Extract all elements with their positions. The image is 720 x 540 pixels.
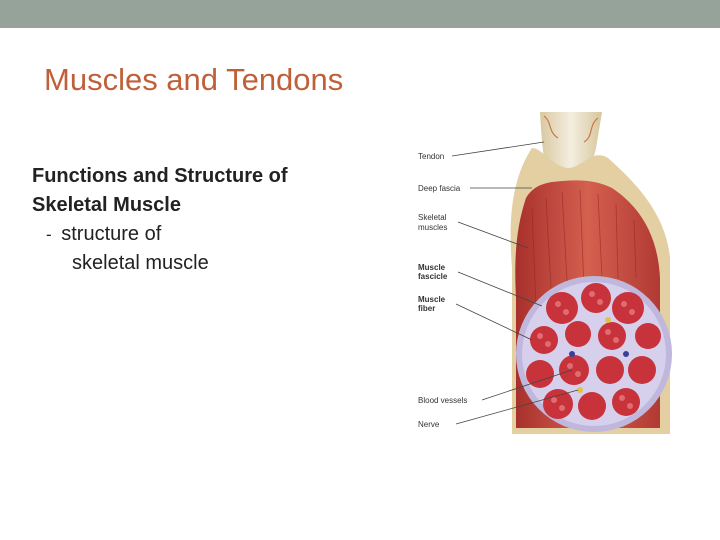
label-muscle-fascicle-2: fascicle bbox=[418, 272, 448, 281]
label-nerve: Nerve bbox=[418, 420, 440, 429]
bullet-item: - structure of bbox=[32, 220, 288, 249]
bullet-dash: - bbox=[46, 225, 52, 244]
bullet-continuation: skeletal muscle bbox=[72, 252, 209, 274]
label-blood-vessels: Blood vessels bbox=[418, 396, 467, 405]
bullet-text: structure of bbox=[61, 223, 162, 245]
muscle-fascicles bbox=[526, 283, 661, 420]
slide-body: Functions and Structure of Skeletal Musc… bbox=[32, 162, 288, 278]
label-skeletal-muscle-1: Skeletal bbox=[418, 213, 447, 222]
tendon-veins bbox=[543, 115, 599, 143]
label-muscle-fiber-1: Muscle bbox=[418, 295, 446, 304]
label-deep-fascia: Deep fascia bbox=[418, 184, 461, 193]
top-band bbox=[0, 0, 720, 28]
muscle-fiber-dots bbox=[537, 291, 635, 411]
heading-line-2: Skeletal Muscle bbox=[32, 194, 181, 216]
blood-vessel-dots bbox=[569, 317, 629, 393]
heading-line-1: Functions and Structure of bbox=[32, 165, 288, 187]
skeletal-muscle-illustration: Tendon Deep fascia Skeletal muscles Musc… bbox=[418, 112, 672, 434]
leader-lines bbox=[451, 141, 579, 425]
label-muscle-fiber-2: fiber bbox=[418, 304, 435, 313]
label-tendon: Tendon bbox=[418, 152, 444, 161]
label-skeletal-muscle-2: muscles bbox=[418, 223, 447, 232]
label-muscle-fascicle-1: Muscle bbox=[418, 263, 446, 272]
slide-title: Muscles and Tendons bbox=[44, 62, 344, 97]
muscle-striations bbox=[531, 189, 637, 309]
